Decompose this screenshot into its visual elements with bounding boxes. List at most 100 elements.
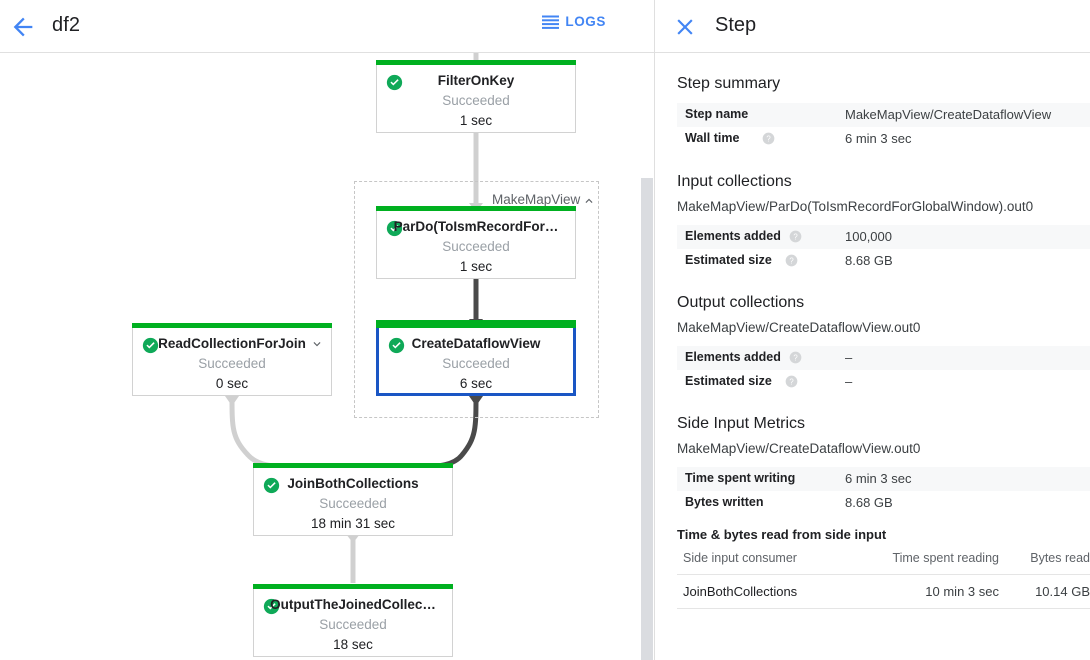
node-status-bar [132, 323, 332, 328]
node-status: Succeeded [319, 496, 387, 511]
kv-row-bytes-written: Bytes written 8.68 GB [677, 491, 1090, 515]
close-x-icon[interactable] [672, 14, 698, 40]
column-header-time-spent-reading[interactable]: Time spent reading [843, 547, 999, 575]
node-status: Succeeded [442, 239, 510, 254]
kv-key: Estimated size [685, 374, 772, 388]
node-status: Succeeded [198, 356, 266, 371]
kv-key: Estimated size [685, 253, 772, 267]
cell-time-spent-reading: 10 min 3 sec [843, 574, 999, 609]
node-status-bar [376, 206, 576, 211]
section-title-output-collections: Output collections [677, 294, 805, 311]
kv-key: Bytes written [685, 495, 764, 509]
node-title: ReadCollectionForJoin [158, 336, 306, 351]
back-arrow-icon[interactable] [9, 13, 37, 41]
step-panel-header: Step [655, 0, 1090, 53]
kv-key: Elements added [685, 350, 781, 364]
kv-value: – [845, 374, 853, 389]
node-status-bar [376, 60, 576, 65]
graph-vertical-scrollbar[interactable] [641, 178, 653, 660]
kv-value: 8.68 GB [845, 253, 893, 268]
svg-text:?: ? [789, 256, 794, 265]
section-title-step-summary: Step summary [677, 75, 781, 92]
node-duration: 6 sec [459, 376, 493, 391]
pane-divider [654, 0, 655, 660]
check-circle-icon [263, 598, 280, 615]
step-panel-title: Step [715, 14, 757, 36]
help-circle-icon[interactable]: ? [785, 375, 798, 388]
node-title: JoinBothCollections [287, 476, 419, 491]
kv-value: 6 min 3 sec [845, 131, 912, 146]
kv-key: Wall time [685, 131, 740, 145]
page-title: df2 [52, 14, 81, 36]
cell-bytes-read: 10.14 GB [998, 574, 1090, 609]
node-duration: 1 sec [459, 113, 493, 128]
side-input-collection-name: MakeMapView/CreateDataflowView.out0 [677, 441, 921, 456]
job-graph-pane: df2 LOGS [0, 0, 655, 660]
kv-value: 8.68 GB [845, 495, 893, 510]
section-title-side-input-metrics: Side Input Metrics [677, 415, 806, 432]
node-title: CreateDataflowView [411, 336, 541, 351]
node-status-bar [376, 320, 576, 328]
node-title: OutputTheJoinedCollec… [270, 597, 436, 612]
help-circle-icon[interactable]: ? [789, 230, 802, 243]
kv-key: Step name [685, 107, 749, 121]
check-circle-icon [386, 220, 403, 237]
node-duration: 18 min 31 sec [310, 516, 396, 531]
svg-text:?: ? [766, 134, 771, 143]
job-header-bar: df2 LOGS [0, 0, 655, 53]
help-circle-icon[interactable]: ? [762, 132, 775, 145]
cell-side-input-consumer: JoinBothCollections [677, 574, 844, 609]
kv-value: MakeMapView/CreateDataflowView [845, 107, 1052, 122]
kv-key: Elements added [685, 229, 781, 243]
section-title-side-input-read: Time & bytes read from side input [677, 527, 887, 542]
node-duration: 0 sec [215, 376, 249, 391]
logs-list-icon [542, 15, 560, 29]
svg-text:?: ? [793, 353, 798, 362]
logs-button[interactable]: LOGS [542, 14, 606, 29]
svg-text:?: ? [793, 232, 798, 241]
kv-row-output-estimated-size: Estimated size ? – [677, 370, 1090, 394]
chevron-up-icon[interactable] [582, 194, 596, 208]
node-title: ParDo(ToIsmRecordFor… [393, 219, 559, 234]
logs-button-label: LOGS [565, 14, 606, 29]
chevron-down-icon[interactable] [310, 337, 324, 351]
node-status: Succeeded [442, 93, 510, 108]
graph-node-output-the-joined-collec[interactable]: OutputTheJoinedCollec… Succeeded 18 sec [253, 584, 453, 657]
composite-group-makemapview[interactable] [354, 181, 599, 418]
kv-key: Time spent writing [685, 471, 796, 485]
node-status: Succeeded [319, 617, 387, 632]
kv-row-input-elements-added: Elements added ? 100,000 [677, 225, 1090, 249]
column-header-bytes-read[interactable]: Bytes read [998, 547, 1090, 575]
output-collection-name: MakeMapView/CreateDataflowView.out0 [677, 320, 921, 335]
check-circle-icon [386, 74, 403, 91]
kv-row-time-spent-writing: Time spent writing 6 min 3 sec [677, 467, 1090, 491]
step-details-pane: Step Step summary Step name MakeMapView/… [655, 0, 1090, 660]
node-status-bar [253, 584, 453, 589]
check-circle-icon [142, 337, 159, 354]
kv-row-step-name: Step name MakeMapView/CreateDataflowView [677, 103, 1090, 127]
help-circle-icon[interactable]: ? [785, 254, 798, 267]
node-title: FilterOnKey [437, 73, 515, 88]
help-circle-icon[interactable]: ? [789, 351, 802, 364]
section-title-input-collections: Input collections [677, 173, 792, 190]
column-header-side-input-consumer[interactable]: Side input consumer [677, 547, 844, 575]
svg-text:?: ? [789, 377, 794, 386]
composite-group-label: MakeMapView [492, 192, 581, 207]
node-status: Succeeded [442, 356, 510, 371]
step-panel-body: Step summary Step name MakeMapView/Creat… [655, 53, 1090, 660]
node-duration: 18 sec [333, 637, 373, 652]
check-circle-icon [388, 337, 405, 354]
check-circle-icon [263, 477, 280, 494]
kv-value: – [845, 350, 853, 365]
table-header-row: Side input consumer Time spent reading B… [677, 547, 1090, 575]
kv-row-wall-time: Wall time ? 6 min 3 sec [677, 127, 1090, 151]
input-collection-name: MakeMapView/ParDo(ToIsmRecordForGlobalWi… [677, 199, 1034, 214]
